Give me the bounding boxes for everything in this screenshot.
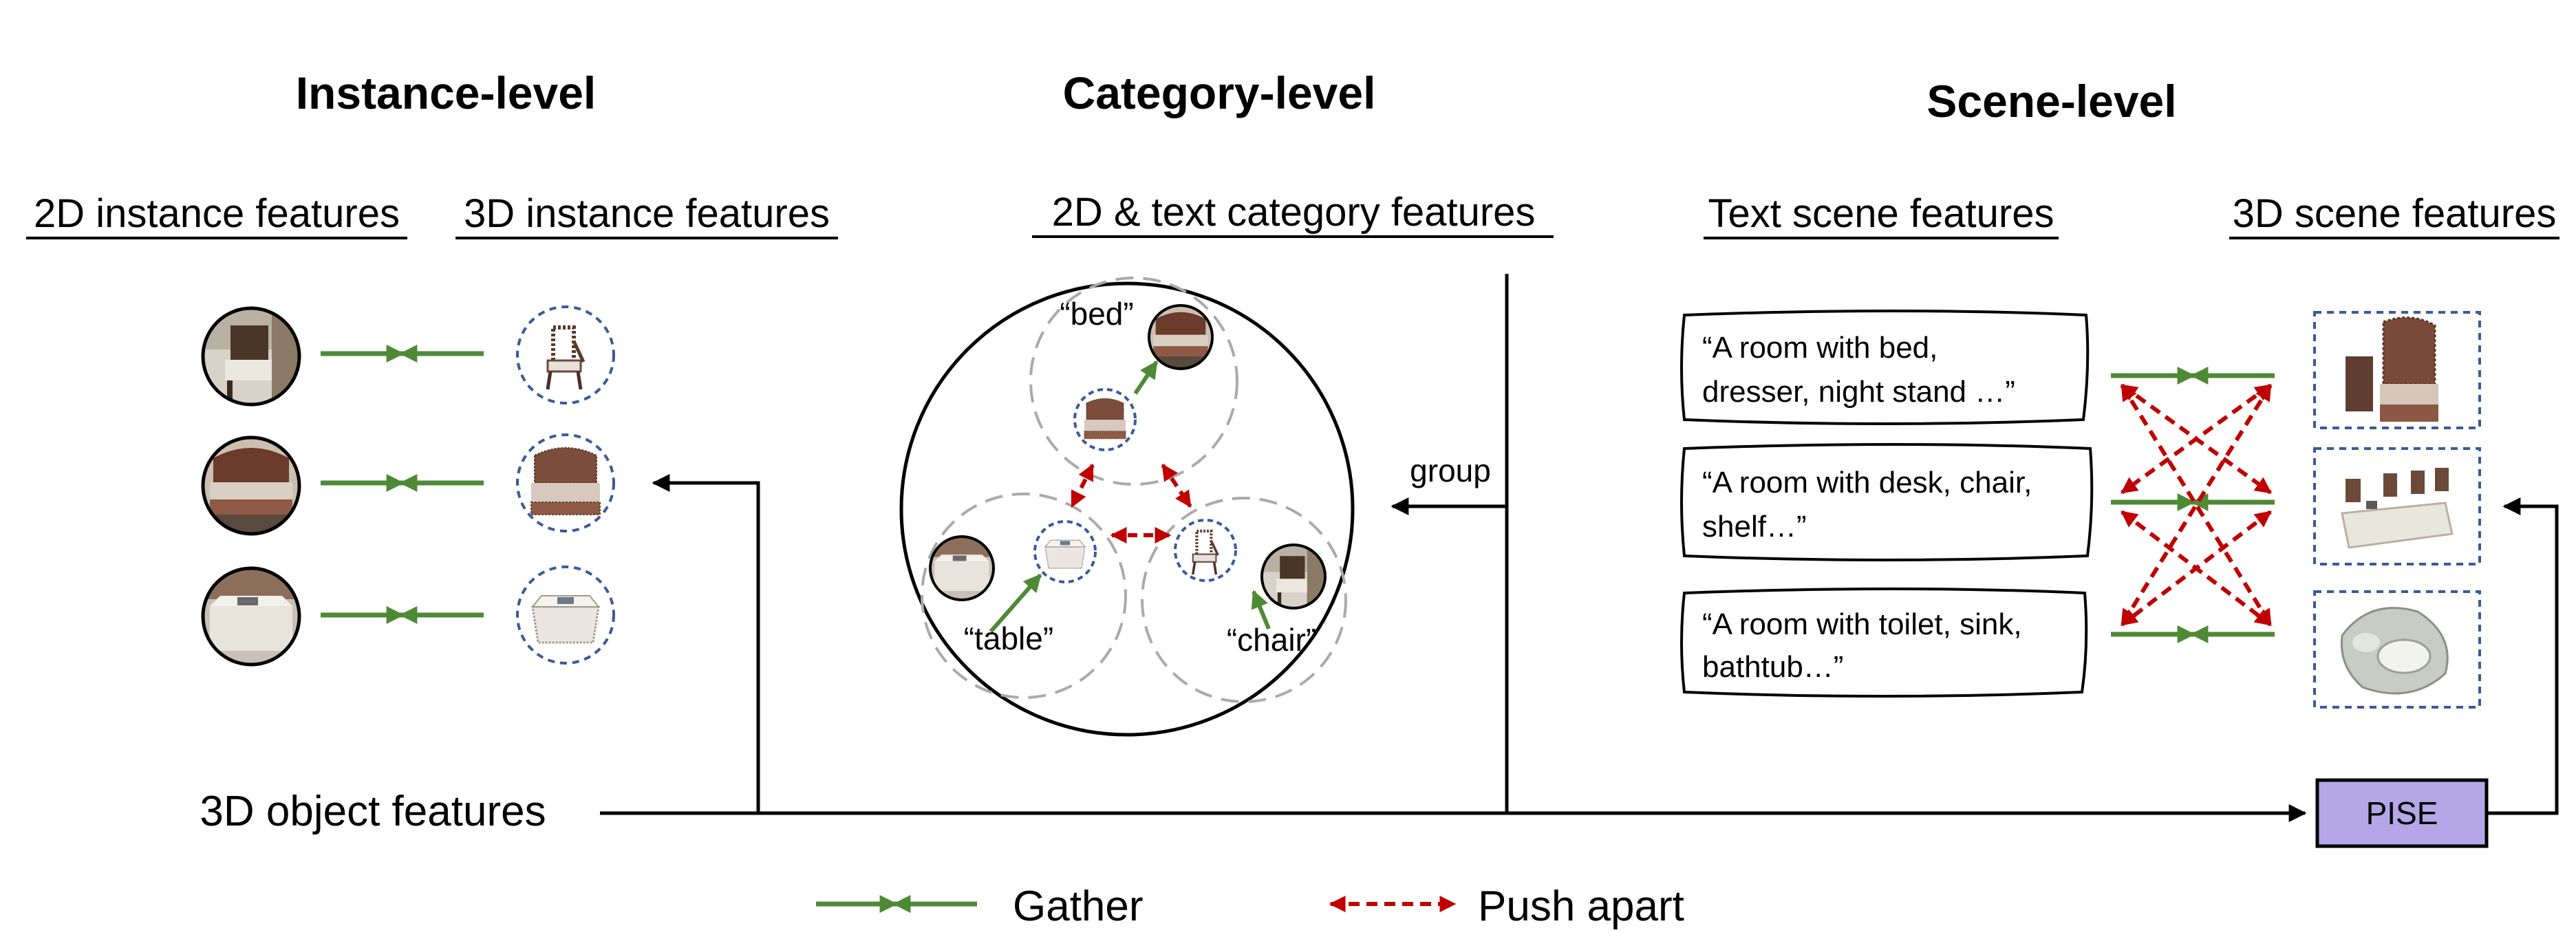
- scene-level-title: Scene-level: [1926, 76, 2176, 127]
- col-3d-instance-heading: 3D instance features: [464, 191, 830, 236]
- bed-pointcloud-icon: [1073, 388, 1137, 451]
- object-features-label: 3D object features: [200, 788, 546, 835]
- legend-push-label: Push apart: [1478, 883, 1684, 930]
- chair-photo-icon: [1260, 543, 1327, 610]
- pise-box: PISE: [2315, 778, 2489, 848]
- caption-2-line1: “A room with desk, chair,: [1702, 466, 2032, 499]
- bathroom-pointcloud-icon: [2313, 590, 2481, 709]
- bed-photo-icon: [1148, 304, 1214, 370]
- bed-photo-icon: [201, 435, 301, 536]
- caption-2-line2: shelf…”: [1702, 510, 1807, 543]
- bed-cluster-circle: [1029, 277, 1238, 486]
- chair-pointcloud-icon: [1174, 519, 1237, 582]
- caption-1-line1: “A room with bed,: [1702, 331, 1938, 365]
- instance-row-table: [201, 565, 615, 667]
- legend: Gather Push apart: [816, 883, 1684, 930]
- bed-label: “bed”: [1060, 296, 1133, 332]
- table-photo-icon: [201, 566, 301, 667]
- bedroom-pointcloud-icon: [2313, 311, 2481, 429]
- scene-push-arrows: [2120, 383, 2273, 627]
- instance-feed-arrow: [652, 474, 760, 813]
- category-outer-circle: [899, 281, 1355, 737]
- category-level-title: Category-level: [1063, 67, 1376, 118]
- scene-caption-3: “A room with toilet, sink, bathtub…”: [1680, 588, 2088, 698]
- legend-gather-label: Gather: [1013, 883, 1144, 930]
- caption-3-line2: bathtub…”: [1702, 650, 1843, 684]
- gather-arrow-table: [989, 574, 1042, 633]
- table-pointcloud-icon: [1033, 520, 1097, 583]
- push-arrow-bed-chair: [1161, 464, 1192, 508]
- caption-1-line2: dresser, night stand …”: [1702, 375, 2015, 409]
- gather-arrow-chair: [1251, 590, 1271, 630]
- instance-row-bed: [201, 433, 615, 536]
- chair-pointcloud-icon: [516, 305, 615, 405]
- gather-arrow-bed: [1133, 360, 1159, 395]
- col-text-scene-heading: Text scene features: [1708, 191, 2054, 236]
- col-3d-scene-heading: 3D scene features: [2233, 191, 2557, 236]
- chair-cluster-circle: [1141, 497, 1347, 703]
- group-label: group: [1410, 453, 1491, 488]
- chair-label: “chair”: [1227, 622, 1316, 658]
- table-label: “table”: [964, 621, 1053, 656]
- category-cluster-diagram: “bed” “table”: [899, 277, 1355, 737]
- pise-label: PISE: [2366, 795, 2438, 831]
- col-category-heading: 2D & text category features: [1052, 190, 1536, 235]
- col-2d-instance-heading: 2D instance features: [34, 191, 400, 236]
- bed-pointcloud-icon: [516, 433, 615, 532]
- instance-row-chair: [201, 305, 615, 407]
- pise-to-scene-arrow: [2487, 497, 2559, 815]
- chair-photo-icon: [201, 306, 301, 407]
- instance-level-title: Instance-level: [296, 67, 597, 118]
- push-arrow-bed-table: [1070, 463, 1095, 508]
- scene-gather-arrows: [2111, 367, 2275, 643]
- scene-caption-2: “A room with desk, chair, shelf…”: [1680, 443, 2094, 561]
- office-pointcloud-icon: [2313, 447, 2481, 565]
- table-cluster-circle: [921, 493, 1127, 699]
- table-photo-icon: [929, 535, 995, 601]
- scene-caption-1: “A room with bed, dresser, night stand ……: [1680, 310, 2090, 425]
- table-pointcloud-icon: [516, 565, 615, 665]
- caption-3-line1: “A room with toilet, sink,: [1702, 607, 2022, 641]
